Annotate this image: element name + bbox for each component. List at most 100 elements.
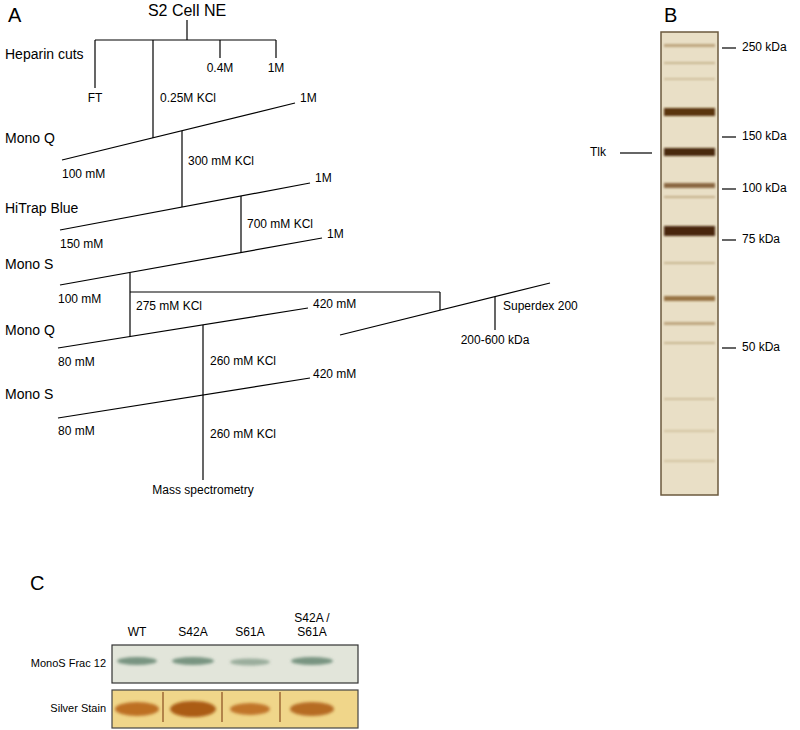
gradient-end: 1M: [300, 92, 317, 106]
gradient-end: 420 mM: [313, 298, 356, 312]
gel-band: [664, 183, 715, 188]
gradient-end: 100 mM: [62, 168, 105, 182]
gel-band: [664, 398, 715, 400]
silver-band: [290, 702, 334, 716]
gradient-end: 80 mM: [58, 356, 95, 370]
scheme-lines: [58, 20, 550, 480]
marker-size: 250 kDa: [742, 41, 787, 55]
blot-band: [230, 659, 270, 666]
silver-band: [170, 701, 216, 717]
tree-line: [129, 273, 130, 337]
marker-size: 50 kDa: [742, 341, 780, 355]
fraction-label: 700 mM KCl: [247, 218, 313, 232]
tree-line: [94, 40, 95, 88]
fraction-label: 1M: [268, 62, 285, 76]
tree-line: [494, 297, 495, 330]
fraction-label: 0.4M: [207, 62, 234, 76]
tree-line: [240, 196, 241, 253]
silver-band: [230, 703, 270, 715]
panel-letter: B: [664, 4, 677, 27]
gradient-line: [60, 238, 322, 285]
blot-band: [172, 657, 214, 665]
gel-band: [664, 322, 715, 325]
gel-bands: [664, 44, 715, 462]
gel-band: [664, 108, 715, 116]
gel-band: [664, 196, 715, 198]
marker-tick: [722, 47, 736, 48]
band-label: Tlk: [590, 146, 606, 160]
tree-line: [181, 131, 182, 207]
marker-size: 150 kDa: [742, 130, 787, 144]
tree-line: [130, 291, 440, 292]
lane-smear: [162, 692, 164, 722]
gradient-end: 1M: [315, 172, 332, 186]
sample-name: S2 Cell NE: [148, 2, 226, 20]
blot-band: [291, 657, 333, 665]
gradient-end: 1M: [327, 228, 344, 242]
fraction-label: 260 mM KCl: [210, 355, 276, 369]
silver-strip: [112, 690, 358, 728]
tree-line: [95, 39, 276, 40]
fraction-label: 260 mM KCl: [210, 428, 276, 442]
lane-label: S42A / S61A: [286, 612, 338, 640]
gradient-line: [58, 378, 310, 418]
silver-band: [115, 702, 159, 716]
analysis-label: Mass spectrometry: [152, 484, 253, 498]
panel-letter: C: [30, 572, 44, 595]
gradient-line: [62, 103, 295, 160]
western-blot: [112, 645, 358, 728]
marker-tick: [722, 347, 736, 348]
tree-line: [439, 292, 440, 310]
marker-tick: [722, 239, 736, 240]
tree-line: [219, 40, 220, 58]
gel-band: [664, 78, 715, 80]
panel-letter: A: [8, 4, 21, 27]
gradient-line: [58, 308, 308, 348]
gel-band: [664, 226, 715, 236]
blot-strip: [112, 645, 358, 683]
row-label: MonoS Frac 12: [31, 657, 106, 670]
tree-line: [152, 40, 153, 138]
gel-lane: [661, 32, 718, 495]
step-name: Mono S: [5, 386, 53, 402]
fraction-label: 300 mM KCl: [188, 155, 254, 169]
lane-label: WT: [128, 626, 147, 640]
marker-ticks: [620, 48, 736, 348]
tree-line: [202, 395, 203, 480]
lane-label: S42A: [178, 626, 207, 640]
blot-band: [117, 657, 157, 665]
gel-band: [664, 44, 715, 47]
gel-band: [664, 430, 715, 432]
lane-smears: [163, 692, 280, 722]
step-name: Superdex 200: [503, 300, 578, 314]
gradient-end: 150 mM: [60, 238, 103, 252]
fraction-label: 200-600 kDa: [461, 334, 530, 348]
gel-band: [664, 460, 715, 462]
gradient-end: 100 mM: [58, 293, 101, 307]
marker-tick: [722, 188, 736, 189]
lane-label: S61A: [235, 626, 264, 640]
gradient-end: 420 mM: [313, 368, 356, 382]
gel-band: [664, 262, 715, 264]
marker-tick: [722, 136, 736, 137]
tree-line: [275, 40, 276, 58]
gel-band: [664, 62, 715, 64]
tree-line: [202, 325, 203, 395]
fraction-label: 275 mM KCl: [136, 300, 202, 314]
step-name: Mono Q: [5, 130, 55, 146]
lane-smear: [279, 692, 281, 722]
step-name: HiTrap Blue: [5, 200, 78, 216]
step-name: Mono Q: [5, 322, 55, 338]
row-label: Silver Stain: [50, 702, 106, 715]
gel-band: [664, 148, 715, 156]
gradient-end: 80 mM: [58, 425, 95, 439]
silver-bands: [115, 701, 334, 717]
marker-size: 100 kDa: [742, 182, 787, 196]
band-pointer: [620, 152, 652, 153]
gel-band: [664, 342, 715, 344]
fraction-label: 0.25M KCl: [160, 92, 216, 106]
tree-line: [186, 20, 187, 40]
fraction-label: FT: [88, 92, 103, 106]
